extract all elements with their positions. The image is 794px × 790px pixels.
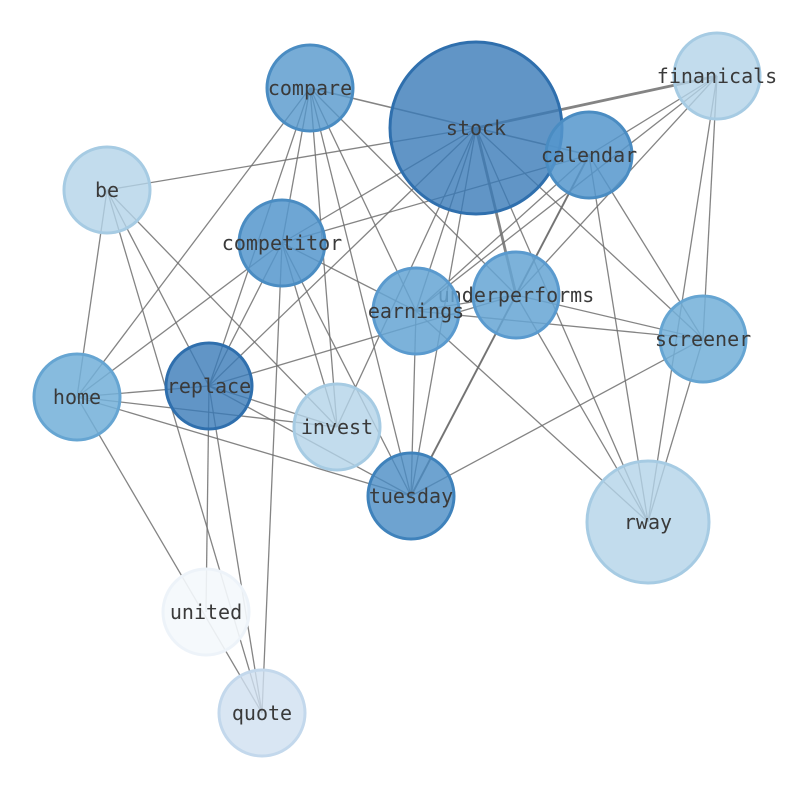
node-label-tuesday: tuesday xyxy=(369,484,453,508)
edge-replace-quote xyxy=(208,385,263,714)
node-competitor: competitor xyxy=(222,198,342,288)
node-rway: rway xyxy=(585,459,711,585)
node-circle-screener xyxy=(658,294,748,384)
node-circle-earnings xyxy=(371,266,461,356)
edge-compare-home xyxy=(76,87,311,398)
node-underperforms: underperforms xyxy=(438,250,595,340)
edge-screener-tuesday xyxy=(410,338,704,497)
node-label-stock: stock xyxy=(446,116,506,140)
node-label-united: united xyxy=(170,600,242,624)
node-tuesday: tuesday xyxy=(366,451,456,541)
edge-earnings-screener xyxy=(415,310,704,340)
node-invest: invest xyxy=(292,382,382,472)
edge-competitor-quote xyxy=(261,242,283,714)
node-label-replace: replace xyxy=(167,374,251,398)
node-label-finanicals: finanicals xyxy=(657,64,777,88)
node-circle-be xyxy=(62,145,152,235)
node-layer: stock finanicals compare calendar be competit… xyxy=(32,31,777,758)
node-replace: replace xyxy=(164,341,254,431)
node-quote: quote xyxy=(217,668,307,758)
edge-home-quote xyxy=(76,396,263,714)
node-circle-compare xyxy=(265,43,355,133)
node-circle-calendar xyxy=(544,110,634,200)
edge-finanicals-rway xyxy=(647,75,718,523)
node-united: united xyxy=(161,567,251,657)
node-label-invest: invest xyxy=(301,415,373,439)
node-compare: compare xyxy=(265,43,355,133)
edge-compare-tuesday xyxy=(309,87,412,497)
node-circle-home xyxy=(32,352,122,442)
edge-underperforms-replace xyxy=(208,294,517,387)
node-earnings: earnings xyxy=(368,266,464,356)
node-label-underperforms: underperforms xyxy=(438,283,595,307)
node-circle-competitor xyxy=(237,198,327,288)
node-circle-underperforms xyxy=(471,250,561,340)
node-circle-quote xyxy=(217,668,307,758)
edge-finanicals-earnings xyxy=(415,75,718,312)
node-label-competitor: competitor xyxy=(222,231,342,255)
edge-be-invest xyxy=(106,189,338,428)
node-label-quote: quote xyxy=(232,701,292,725)
node-calendar: calendar xyxy=(541,110,637,200)
edge-competitor-tuesday xyxy=(281,242,412,497)
edge-compare-underperforms xyxy=(309,87,517,296)
node-circle-tuesday xyxy=(366,451,456,541)
node-finanicals: finanicals xyxy=(657,31,777,121)
edge-home-tuesday xyxy=(76,396,412,497)
node-circle-rway xyxy=(585,459,711,585)
node-label-rway: rway xyxy=(624,510,672,534)
node-circle-replace xyxy=(164,341,254,431)
node-circle-invest xyxy=(292,382,382,472)
node-label-home: home xyxy=(53,385,101,409)
node-be: be xyxy=(62,145,152,235)
node-stock: stock xyxy=(388,40,564,216)
node-label-screener: screener xyxy=(655,327,751,351)
node-label-calendar: calendar xyxy=(541,143,637,167)
node-home: home xyxy=(32,352,122,442)
node-label-earnings: earnings xyxy=(368,299,464,323)
node-circle-united xyxy=(161,567,251,657)
node-label-be: be xyxy=(95,178,119,202)
node-circle-finanicals xyxy=(672,31,762,121)
node-label-compare: compare xyxy=(268,76,352,100)
node-screener: screener xyxy=(655,294,751,384)
